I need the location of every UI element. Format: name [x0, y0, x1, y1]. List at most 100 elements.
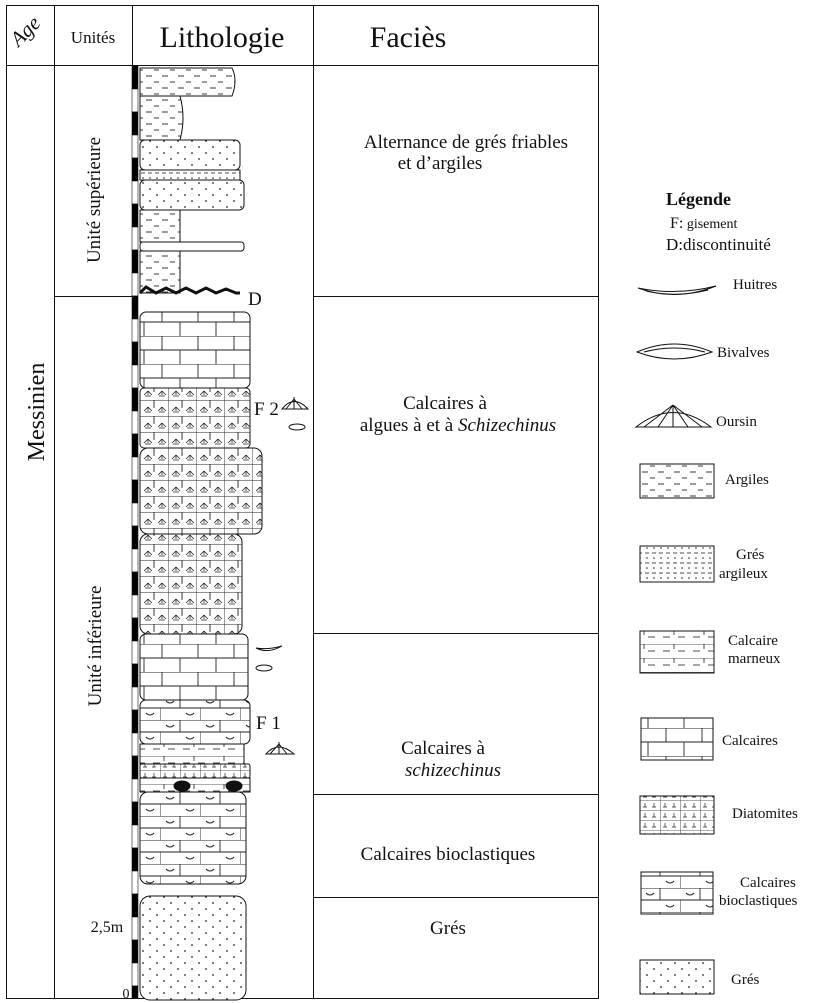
bed-argile-top — [139, 67, 236, 97]
swatch-calcaire-marneux — [639, 630, 715, 674]
unit-inferieure: Unité inférieure — [85, 586, 106, 707]
header-age: Age — [4, 11, 45, 52]
swatch-diatomites — [639, 795, 715, 835]
bed-calcaire-2 — [139, 633, 249, 701]
scale-segment — [131, 410, 139, 435]
scale-segment — [131, 341, 139, 366]
bed-algue-1 — [139, 387, 251, 449]
scale-segment — [131, 203, 139, 228]
scale-segment — [131, 962, 139, 987]
facies-4: Calcaires bioclastiques — [361, 844, 536, 865]
legend-d: D:discontinuité — [666, 235, 771, 254]
bed-gres-base — [139, 895, 247, 1001]
scale-segment — [131, 134, 139, 159]
scale-segment — [131, 272, 139, 297]
legend-bivalves: Bivalves — [717, 345, 770, 361]
scale-segment — [131, 870, 139, 895]
scale-segment — [131, 111, 139, 136]
scale-segment — [131, 157, 139, 182]
nodule-1 — [173, 780, 191, 792]
scale-segment — [131, 364, 139, 389]
legend-gres-argileux-1: Grés — [736, 547, 764, 563]
age-label: Messinien — [24, 363, 50, 462]
scale-segment — [131, 939, 139, 964]
bed-gres-arg — [139, 169, 241, 181]
facies-5: Grés — [430, 918, 466, 939]
scale-segment — [131, 617, 139, 642]
bed-algue-2 — [139, 447, 263, 535]
bed-diat — [139, 763, 251, 779]
legend-huitres: Huitres — [733, 277, 777, 293]
scale-segment — [131, 525, 139, 550]
scale-segment — [131, 893, 139, 918]
bed-bio-1 — [139, 699, 251, 745]
marker-d: D — [248, 289, 262, 310]
fossil-marks — [255, 397, 310, 755]
swatch-gres — [639, 959, 715, 995]
scale-segment — [131, 709, 139, 734]
facies-3-line1: Calcaires à — [401, 738, 485, 759]
scale-bar — [131, 65, 139, 999]
legend-calcaire-marneux-2: marneux — [728, 651, 781, 667]
bed-gres-2 — [139, 179, 245, 211]
scale-segment — [131, 801, 139, 826]
unit-superieure: Unité supérieure — [84, 137, 105, 263]
oursin-legend-icon — [634, 404, 713, 428]
swatch-argiles — [639, 463, 715, 499]
header-unites: Unités — [71, 28, 115, 47]
facies-3-italic: schizechinus — [405, 760, 501, 781]
header-lithologie: Lithologie — [160, 21, 285, 54]
facies-1-line2: et d’argiles — [398, 153, 483, 174]
scale-segment — [131, 916, 139, 941]
scale-segment — [131, 479, 139, 504]
scale-segment — [131, 226, 139, 251]
facies-2-line1: Calcaires à — [403, 393, 487, 414]
bed-algue-3 — [139, 533, 243, 635]
scale-segment — [131, 387, 139, 412]
oursin-icon — [264, 742, 296, 755]
discontinuity-line — [138, 285, 240, 295]
scale-segment — [131, 732, 139, 757]
scale-segment — [131, 502, 139, 527]
legend-gres-argileux-2: argileux — [719, 566, 768, 582]
marker-f1: F 1 — [256, 713, 281, 734]
nodule-2 — [225, 780, 243, 792]
facies-1-line1: Alternance de grés friables — [364, 132, 568, 153]
huitres-icon — [637, 285, 717, 295]
bed-marn — [139, 743, 245, 765]
oursin-icon — [280, 397, 310, 410]
legend-argiles: Argiles — [725, 472, 769, 488]
legend-bioclastiques-2: bioclastiques — [719, 893, 797, 909]
scale-segment — [131, 548, 139, 573]
scale-segment — [131, 778, 139, 803]
bed-calcaire-1 — [139, 311, 251, 389]
swatch-calcaires — [640, 717, 714, 761]
scale-segment — [131, 985, 139, 999]
legend-oursin: Oursin — [716, 414, 757, 430]
bivalves-icon — [635, 343, 714, 360]
legend-calcaires: Calcaires — [722, 733, 778, 749]
header-facies: Faciès — [370, 21, 447, 54]
bed-argile — [139, 95, 184, 141]
bivalve-icon — [288, 423, 306, 431]
legend: Légende F: gisement D:discontinuité Huit… — [634, 189, 798, 995]
scale-segment — [131, 686, 139, 711]
bivalve-icon — [255, 664, 273, 672]
scale-segment — [131, 663, 139, 688]
scale-mark: 2,5m — [91, 919, 124, 936]
scale-segment — [131, 755, 139, 780]
scale-segment — [131, 640, 139, 665]
scale-zero: 0 — [123, 987, 130, 1002]
legend-title: Légende — [666, 189, 731, 209]
bed-gres-1 — [139, 139, 241, 171]
swatch-bioclastiques — [640, 871, 714, 915]
legend-bioclastiques-1: Calcaires — [740, 875, 796, 891]
huitre-icon — [255, 645, 283, 652]
bed-bio-2 — [139, 791, 247, 885]
bed-gres-thin — [139, 241, 245, 252]
legend-calcaire-marneux-1: Calcaire — [728, 633, 778, 649]
legend-f: F: gisement — [670, 215, 737, 232]
scale-segment — [131, 824, 139, 849]
marker-f2: F 2 — [254, 399, 279, 420]
